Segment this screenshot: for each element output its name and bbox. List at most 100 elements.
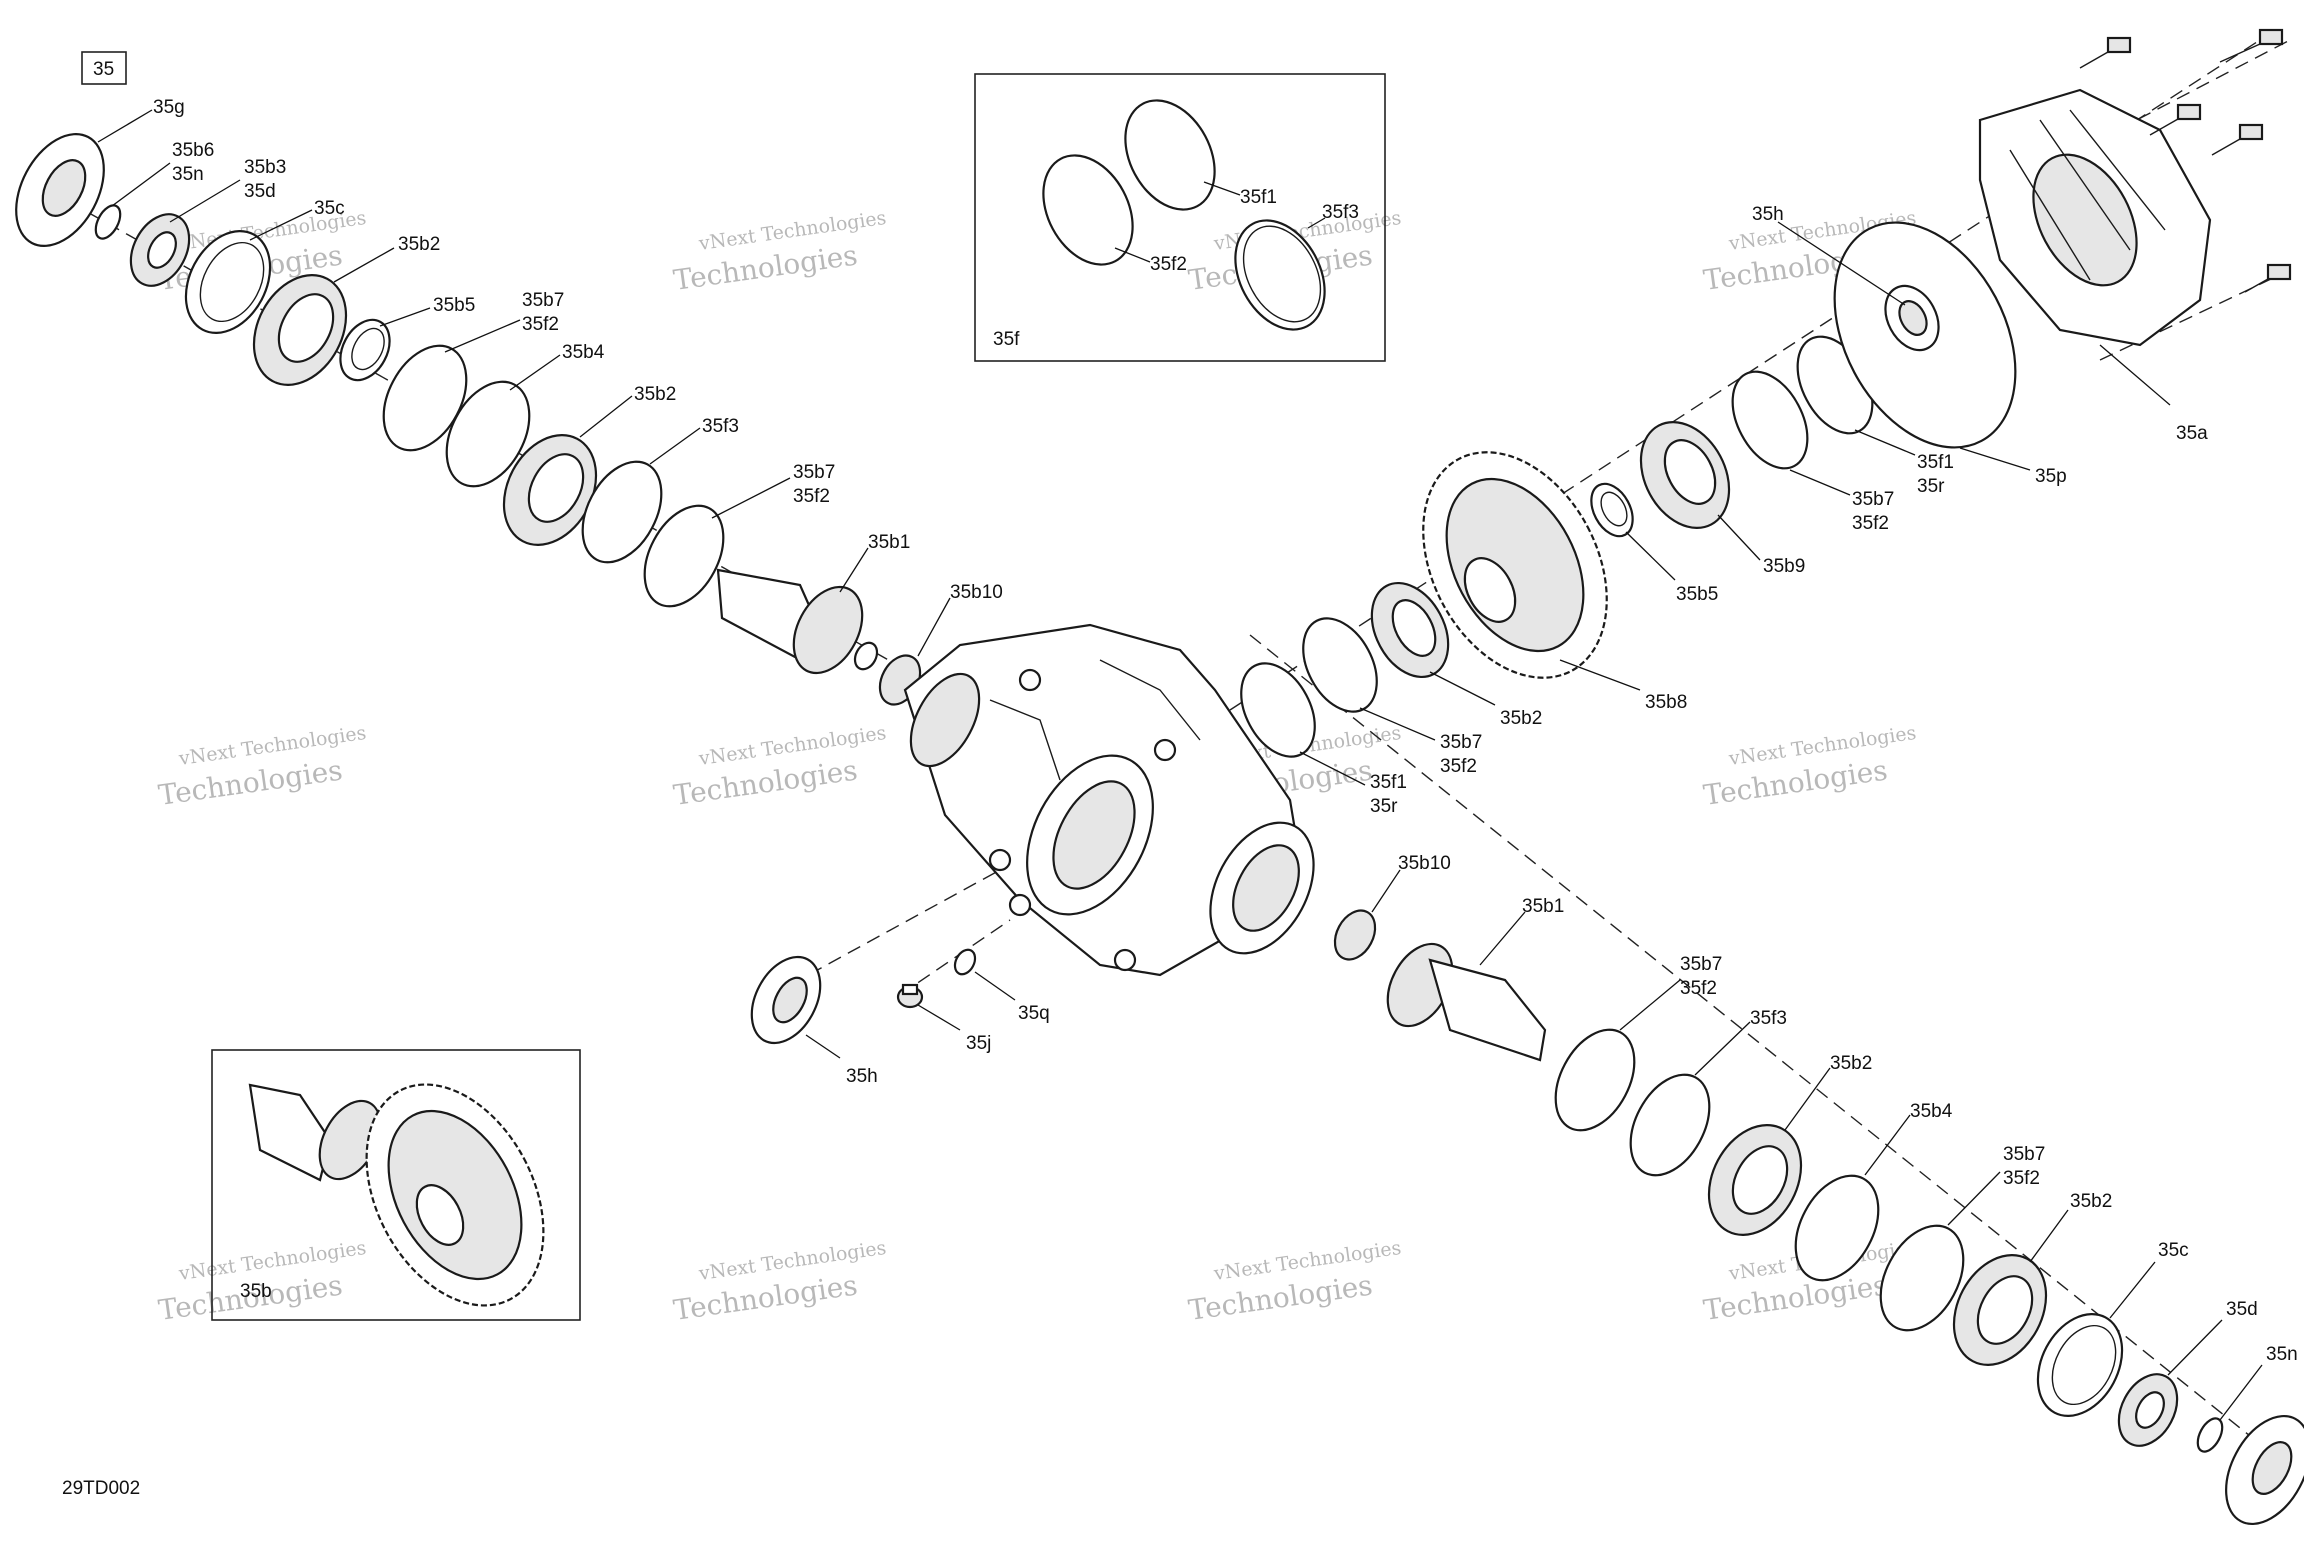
callout: 35b2 xyxy=(634,384,676,405)
inset-label-gearset: 35b xyxy=(240,1281,272,1302)
differential-housing xyxy=(903,623,1315,977)
callout: 35f1 xyxy=(1370,772,1407,793)
spacer-35c-bottom xyxy=(2036,1312,2124,1418)
shim-35b4-bottom xyxy=(1794,1174,1880,1282)
drain-plug-35j xyxy=(896,983,924,1009)
callout: 35c xyxy=(314,198,345,219)
callout: 35b1 xyxy=(868,532,910,553)
inset-ring-kit: 35f 35f1 35f2 35f3 xyxy=(974,73,1386,362)
drawing-code: 29TD002 xyxy=(62,1478,140,1499)
callout: 35d xyxy=(244,181,276,202)
shim-35f3-top xyxy=(581,460,663,564)
callout: 35f1 xyxy=(1917,452,1954,473)
watermark: vNext Technologies Technologies xyxy=(156,722,367,812)
callout: 35b9 xyxy=(1763,556,1805,577)
callout: 35b5 xyxy=(1676,584,1718,605)
callout: 35g xyxy=(153,97,185,118)
watermark: vNext Technologies Technologies xyxy=(671,1237,887,1327)
shim-35b7-bottom xyxy=(1554,1028,1636,1132)
callout: 35b7 xyxy=(1440,732,1482,753)
callout: 35j xyxy=(966,1033,991,1054)
washer-35q xyxy=(953,948,977,976)
nut-35d-bottom xyxy=(2117,1373,2179,1447)
callout: 35b2 xyxy=(398,234,440,255)
callout: 35b2 xyxy=(1500,708,1542,729)
watermark: vNext Technologies Technologies xyxy=(671,722,887,812)
spacer-35c-top xyxy=(184,229,272,335)
callout: 35n xyxy=(172,164,204,185)
callout: 35h xyxy=(846,1066,878,1087)
inset-gearset: 35b xyxy=(211,1049,581,1321)
bearing-35b10-bottom xyxy=(1333,909,1377,961)
callout: 35b1 xyxy=(1522,896,1564,917)
callout: 35b8 xyxy=(1645,692,1687,713)
callout: 35b6 xyxy=(172,140,214,161)
bearing-35b2-right xyxy=(1370,581,1450,679)
callout: 35a xyxy=(2176,423,2208,444)
seal-35h-right xyxy=(1884,284,1940,352)
shim-35b7-bottom-2 xyxy=(1879,1224,1965,1332)
callout: 35b7 xyxy=(2003,1144,2045,1165)
watermark: vNext Technologies Technologies xyxy=(671,207,887,297)
callout: 35n xyxy=(2266,1344,2298,1365)
shim-35b7-upper-right xyxy=(1731,370,1809,470)
bearing-35b2-mid xyxy=(502,434,598,546)
section-number-box xyxy=(81,51,127,85)
shim-35b4-top xyxy=(445,380,531,488)
callout: 35f3 xyxy=(702,416,739,437)
callout: 35b2 xyxy=(2070,1191,2112,1212)
seal-axis xyxy=(789,869,1001,986)
bearing-35b2-top xyxy=(252,274,348,386)
pinion-35b1-top xyxy=(716,568,879,675)
callout: 35b4 xyxy=(562,342,605,363)
callout: 35r xyxy=(1917,476,1945,497)
callout: 35f2 xyxy=(522,314,559,335)
callout: 35f2 xyxy=(1680,978,1717,999)
pinion-35b1-bottom xyxy=(1386,942,1547,1062)
spacer-35b5-top xyxy=(339,318,391,382)
watermark: vNext Technologies Technologies xyxy=(1186,1237,1402,1327)
callout: 35p xyxy=(2035,466,2067,487)
callout: 35b7 xyxy=(793,462,835,483)
bearing-35b2-lower xyxy=(1707,1124,1803,1236)
inset-label-ring-a: 35f1 xyxy=(1240,187,1277,208)
section-number: 35 xyxy=(93,59,114,80)
oil-seal-35g xyxy=(15,133,105,247)
bolt-axis-2 xyxy=(2099,269,2291,361)
callout: 35f2 xyxy=(1852,513,1889,534)
seal-35h-bottom xyxy=(750,955,822,1045)
callout: 35h xyxy=(1752,204,1784,225)
callouts: 35g 35b6 35n 35b3 35d 35c 35b2 35b5 35b7… xyxy=(97,97,2298,1421)
bolts xyxy=(2079,28,2292,293)
callout: 35b10 xyxy=(1398,853,1451,874)
callout: 35d xyxy=(2226,1299,2258,1320)
oil-seal-bottom xyxy=(2225,1414,2304,1526)
housing-cover-35a xyxy=(1978,88,2212,347)
callout: 35q xyxy=(1018,1003,1050,1024)
watermark: vNext Technologies Technologies xyxy=(1701,722,1917,812)
callout: 35f2 xyxy=(2003,1168,2040,1189)
inset-label-ring-kit: 35f xyxy=(993,329,1020,350)
callout: 35f2 xyxy=(793,486,830,507)
shim-35b7-top-2 xyxy=(643,504,725,608)
o-ring-35n-bottom xyxy=(2196,1417,2224,1453)
inset-label-ring-c: 35f3 xyxy=(1322,202,1359,223)
bearing-35b9 xyxy=(1639,421,1731,529)
callout: 35b7 xyxy=(1852,489,1894,510)
inset-label-ring-b: 35f2 xyxy=(1150,254,1187,275)
bearing-35b2-bottom xyxy=(1952,1254,2048,1366)
callout: 35b5 xyxy=(433,295,475,316)
callout: 35b10 xyxy=(950,582,1003,603)
callout: 35f2 xyxy=(1440,756,1477,777)
callout: 35b7 xyxy=(1680,954,1722,975)
callout: 35b3 xyxy=(244,157,286,178)
callout: 35b4 xyxy=(1910,1101,1953,1122)
spacer-35b5-right xyxy=(1590,482,1634,538)
o-ring-35b6 xyxy=(94,204,122,240)
ring-gear-35b8 xyxy=(1422,451,1608,679)
callout: 35b7 xyxy=(522,290,564,311)
callout: 35b2 xyxy=(1830,1053,1872,1074)
callout: 35f3 xyxy=(1750,1008,1787,1029)
